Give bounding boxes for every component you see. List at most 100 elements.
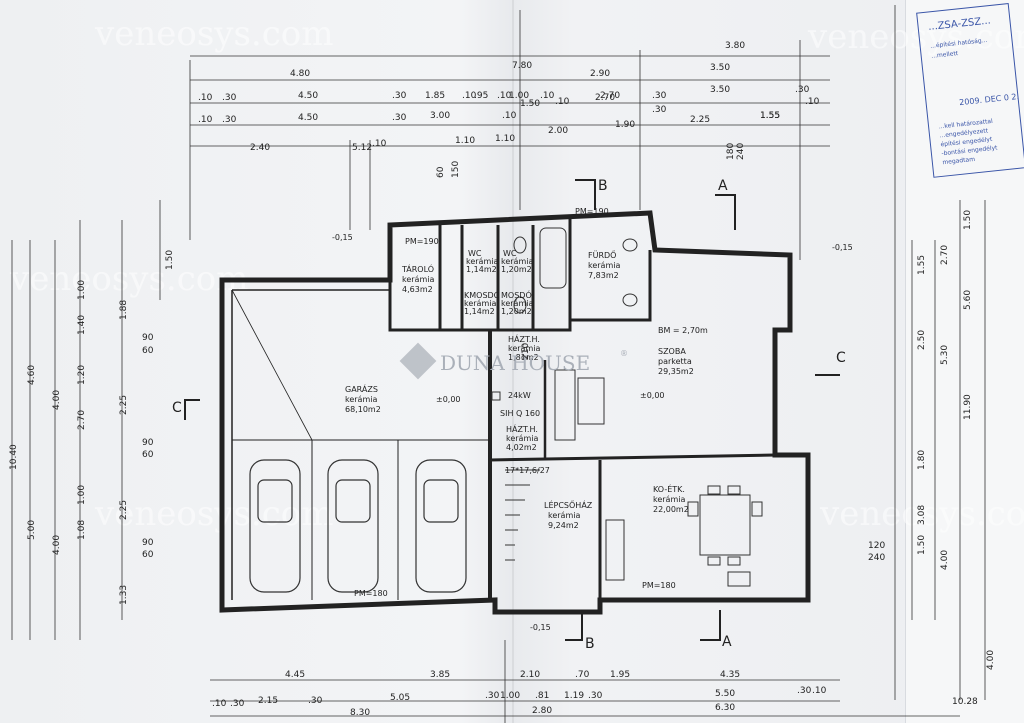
dimension-label: 10.28	[952, 697, 978, 707]
dimension-label: 240	[736, 143, 746, 160]
car-icon	[335, 479, 371, 523]
dimension-label: 90	[142, 438, 154, 448]
dimension-label: 90	[142, 538, 154, 548]
room-name: GARÁZS	[345, 383, 378, 394]
logo-registered: ®	[620, 349, 628, 358]
dimension-label: .30	[222, 93, 237, 103]
dimension-label: .30	[230, 699, 245, 709]
window-label: PM=180	[642, 581, 676, 590]
sink-icon	[622, 238, 638, 252]
watermark: veneosys.com	[94, 494, 333, 534]
dimension-label: .70	[575, 670, 590, 680]
dimension-label: 1.88	[119, 300, 129, 320]
coffee-table-icon	[577, 377, 605, 425]
dimension-label: 2.50	[917, 330, 927, 350]
dimension-label: 2.90	[590, 69, 610, 79]
dimension-label: .10	[198, 93, 213, 103]
room-area: 1,14m2	[466, 265, 497, 274]
ceiling-height-label: BM = 2,70m	[658, 326, 708, 335]
room-name: WC	[468, 249, 482, 258]
room-floor: kerámia	[402, 275, 434, 284]
dimension-label: .30	[795, 85, 810, 95]
chair-icon	[751, 501, 763, 517]
dimension-label: 60	[436, 166, 446, 178]
dimension-label: .10	[198, 115, 213, 125]
room-floor: kerámia	[508, 344, 540, 353]
room-name: FÜRDŐ	[588, 250, 616, 260]
dimension-label: 2.70	[77, 410, 87, 430]
room-floor: kerámia	[548, 511, 580, 520]
dimension-label: .10	[462, 91, 477, 101]
dimension-label: 3.00	[430, 111, 450, 121]
left-dimension-lines	[11, 200, 161, 640]
dimension-label: .95	[474, 91, 488, 101]
room-floor: kerámia	[464, 299, 496, 308]
opening-dimensions: 90 60 90 60 90 60 60 150 240 180 210 120…	[142, 143, 885, 563]
room-area: 22,00m2	[653, 505, 689, 514]
chair-icon	[727, 556, 741, 566]
dimension-label: 5.60	[963, 290, 973, 310]
stove-icon	[727, 571, 751, 587]
dimension-label: 1.50	[963, 210, 973, 230]
logo-text: DUNA HOUSE	[440, 351, 590, 375]
watermark: veneosys.com	[807, 17, 1024, 57]
room-area: 4,63m2	[402, 285, 433, 294]
dimension-label: .30	[392, 113, 407, 123]
stamp-line: megadtam	[942, 156, 975, 166]
dimension-label: 11.90	[963, 394, 973, 420]
dimension-label: .30	[485, 691, 500, 701]
room-name: MOSDÓ	[501, 289, 532, 300]
room-name: HÁZT.H.	[506, 423, 538, 434]
paper-fold	[512, 0, 514, 723]
room-floor: kerámia	[506, 434, 538, 443]
stamp-margin	[905, 0, 1024, 723]
dimension-label: 60	[142, 550, 154, 560]
dimension-label: 1.00	[77, 485, 87, 505]
dimension-label: 4.45	[285, 670, 305, 680]
dimension-label: 10.40	[9, 444, 19, 470]
dimension-label: 1.00	[77, 280, 87, 300]
room-floor: parketta	[658, 357, 692, 366]
boiler-model-label: SIH Q 160	[500, 409, 540, 418]
dimension-label: .30	[652, 105, 667, 115]
dimension-label: 2.00	[548, 126, 568, 136]
dimension-label: 180	[726, 143, 736, 160]
watermark: veneosys.com	[94, 14, 333, 54]
dimension-label: .10	[212, 699, 227, 709]
dimension-label: 4.00	[986, 650, 996, 670]
dimension-label: 1.50	[520, 99, 540, 109]
sofa-icon	[554, 369, 576, 441]
chair-icon	[707, 556, 721, 566]
dimension-label: 1.08	[77, 520, 87, 540]
car-icon	[327, 459, 379, 593]
dimension-label: 3.50	[710, 63, 730, 73]
dimension-label: .10	[502, 111, 517, 121]
room-floor: kerámia	[501, 257, 533, 266]
dimension-label: 4.00	[940, 550, 950, 570]
chair-icon	[687, 501, 699, 517]
level-label: -0,15	[530, 623, 551, 632]
room-name: TÁROLÓ	[401, 263, 434, 274]
dimension-label: .81	[535, 691, 549, 701]
dimension-label: 1.55	[917, 255, 927, 275]
level-label: -0,15	[832, 243, 853, 252]
room-name: WC	[503, 249, 517, 258]
top-dimension-lines	[189, 5, 896, 700]
dimension-label: 4.35	[720, 670, 740, 680]
dimension-label: 5.00	[27, 520, 37, 540]
dimension-label: 2.80	[532, 706, 552, 716]
dimension-label: 6.30	[715, 703, 735, 713]
room-name: KMOSDÓ	[464, 289, 500, 300]
dimension-label: 5.12	[352, 143, 372, 153]
fixtures	[491, 227, 763, 587]
stamp-line: 2009. DEC 0 2.	[959, 92, 1020, 107]
room-area: 1,20m2	[501, 307, 532, 316]
room-name: LÉPCSŐHÁZ	[544, 499, 593, 510]
boiler-power-label: 24kW	[508, 391, 531, 400]
dimension-label: 4.80	[290, 69, 310, 79]
dimension-label: 7.80	[512, 61, 532, 71]
dimension-label: .10	[805, 97, 820, 107]
dimension-label: 5.05	[390, 693, 410, 703]
